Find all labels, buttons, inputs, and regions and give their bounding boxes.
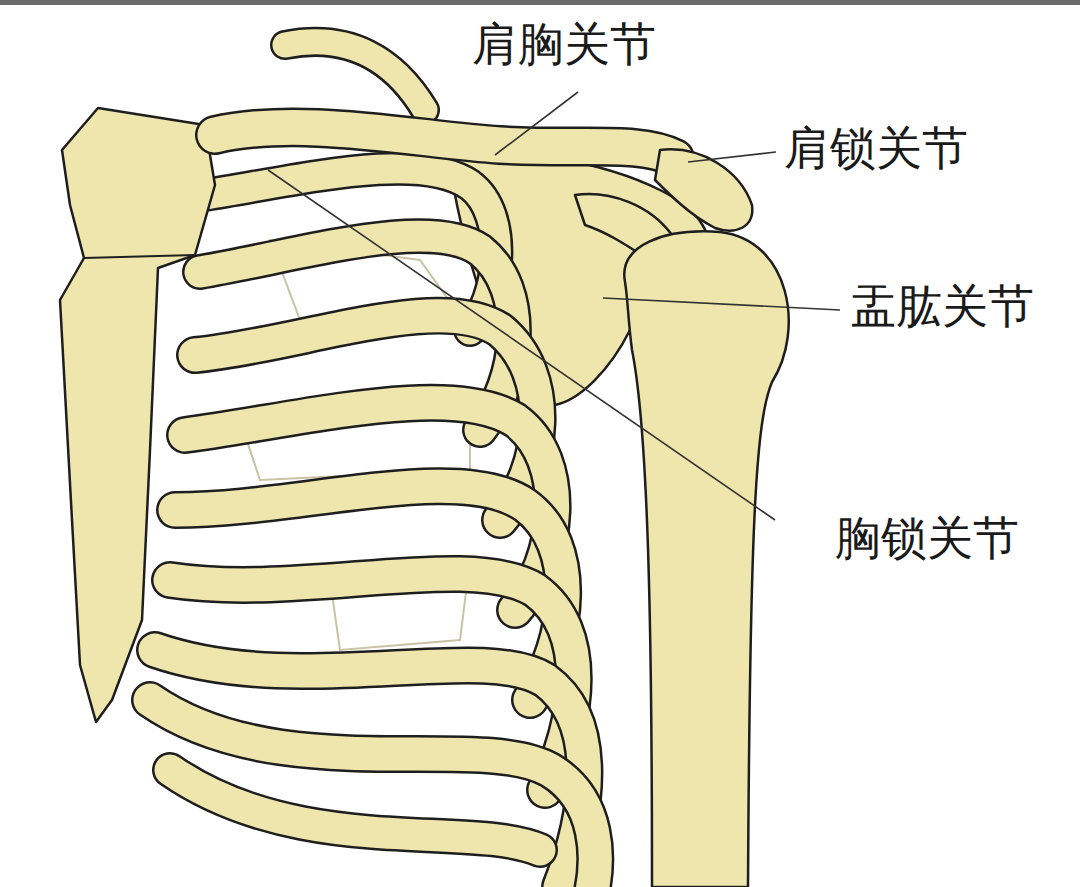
joint-label: 肩锁关节 xyxy=(784,122,968,175)
ribs xyxy=(150,169,595,887)
leader-line xyxy=(268,170,775,520)
joint-label: 胸锁关节 xyxy=(835,512,1019,565)
sternum xyxy=(60,108,215,722)
leader-line xyxy=(603,298,840,310)
leader-line xyxy=(495,92,578,155)
leader-lines xyxy=(268,92,840,520)
sternal-angle xyxy=(84,255,195,258)
joint-label: 盂肱关节 xyxy=(850,280,1034,333)
humerus xyxy=(624,231,788,887)
leader-line xyxy=(688,152,776,162)
rib xyxy=(285,42,425,110)
clavicle xyxy=(215,127,675,158)
acromion xyxy=(655,149,752,230)
joint-label: 肩胸关节 xyxy=(472,18,656,71)
top-bar xyxy=(0,0,1080,5)
